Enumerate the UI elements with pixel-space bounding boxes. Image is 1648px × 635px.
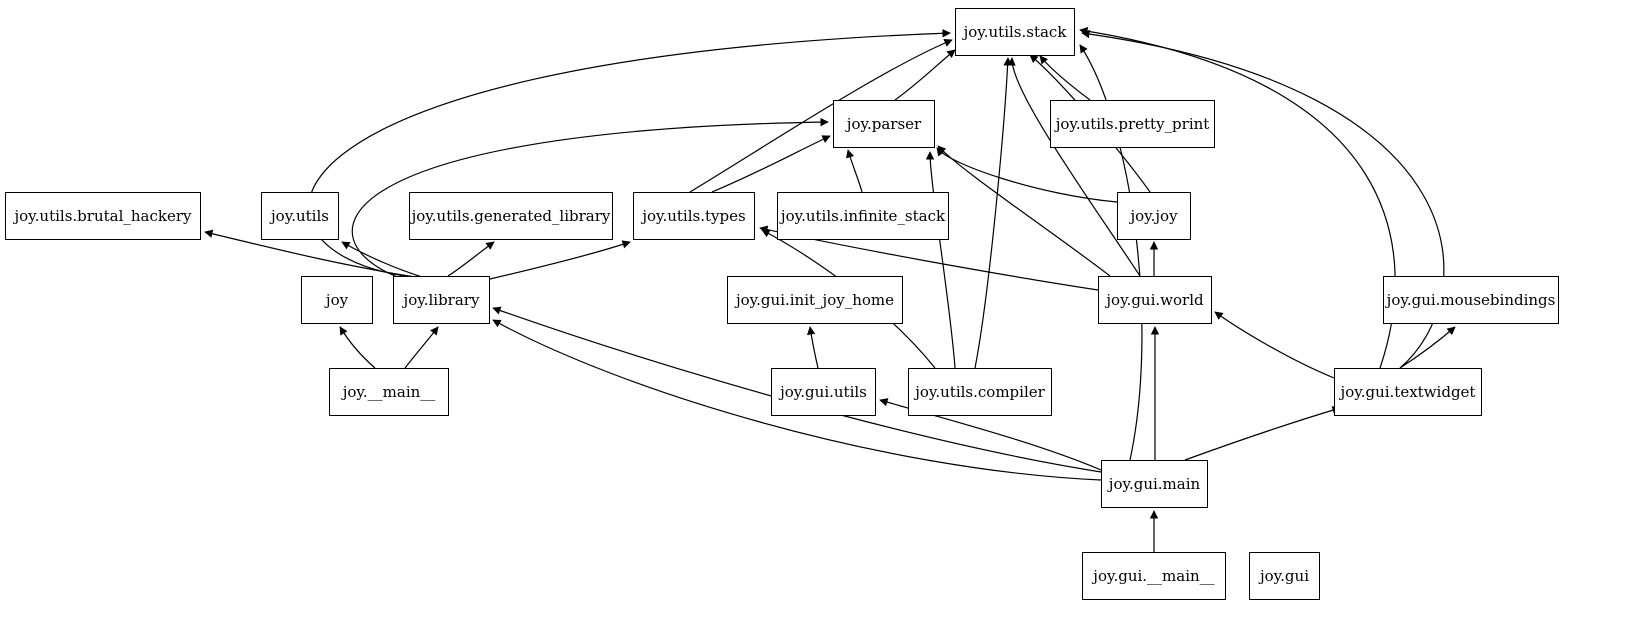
edge-joy-gui-utils--to--joy-gui-init-joy-home	[806, 326, 819, 369]
node-joy[interactable]: joy	[301, 276, 373, 324]
node-joy-gui-init-joy-home[interactable]: joy.gui.init_joy_home	[727, 276, 903, 324]
node-label: joy.gui	[1260, 566, 1309, 585]
node-label: joy.gui.__main__	[1093, 566, 1215, 585]
node-label: joy.utils.compiler	[915, 382, 1045, 401]
node-label: joy	[325, 290, 349, 309]
node-label: joy.utils.pretty_print	[1055, 114, 1210, 133]
node-label: joy.utils.generated_library	[411, 206, 611, 225]
node-joy-gui-mousebindings[interactable]: joy.gui.mousebindings	[1383, 276, 1559, 324]
edge-joy-utils-compiler--to--joy-parser	[925, 151, 956, 369]
edge-joy---main----to--joy	[339, 326, 376, 369]
node-label: joy.utils.brutal_hackery	[14, 206, 192, 225]
node-label: joy.utils.types	[642, 206, 746, 225]
edge-joy---main----to--joy-library	[404, 326, 439, 369]
node-label: joy.utils.stack	[963, 22, 1067, 41]
node-label: joy.library	[403, 290, 480, 309]
edge-joy-utils-compiler--to--joy-utils-stack	[974, 57, 1012, 369]
node-joy---main--[interactable]: joy.__main__	[329, 368, 449, 416]
node-label: joy.gui.init_joy_home	[736, 290, 894, 309]
node-label: joy.utils	[271, 206, 329, 225]
edge-joy-library--to--joy-utils-generated-library	[447, 241, 495, 277]
node-joy-utils-generated-library[interactable]: joy.utils.generated_library	[409, 192, 613, 240]
node-joy-utils-brutal-hackery[interactable]: joy.utils.brutal_hackery	[5, 192, 201, 240]
node-joy-utils-stack[interactable]: joy.utils.stack	[955, 8, 1075, 56]
node-joy-utils-types[interactable]: joy.utils.types	[633, 192, 755, 240]
node-joy-gui---main--[interactable]: joy.gui.__main__	[1082, 552, 1226, 600]
edge-joy-utils-types--to--joy-parser	[711, 135, 831, 193]
edge-joy-utils-pretty-print--to--joy-utils-stack	[1039, 55, 1091, 101]
node-label: joy.gui.mousebindings	[1386, 290, 1556, 309]
node-joy-utils-pretty-print[interactable]: joy.utils.pretty_print	[1050, 100, 1215, 148]
node-joy-joy[interactable]: joy.joy	[1117, 192, 1191, 240]
node-joy-gui-main[interactable]: joy.gui.main	[1101, 460, 1208, 508]
node-label: joy.gui.textwidget	[1340, 382, 1476, 401]
node-joy-gui-utils[interactable]: joy.gui.utils	[771, 368, 876, 416]
edge-joy-joy--to--joy-parser	[936, 147, 1118, 203]
node-joy-gui-world[interactable]: joy.gui.world	[1098, 276, 1212, 324]
node-label: joy.joy	[1130, 206, 1178, 225]
node-joy-utils-infinite-stack[interactable]: joy.utils.infinite_stack	[777, 192, 949, 240]
edge-joy-utils-infinite-stack--to--joy-parser	[846, 149, 863, 193]
node-joy-library[interactable]: joy.library	[393, 276, 490, 324]
node-joy-gui[interactable]: joy.gui	[1249, 552, 1320, 600]
edge-joy-gui-textwidget--to--joy-gui-mousebindings	[1399, 326, 1456, 369]
node-joy-parser[interactable]: joy.parser	[833, 100, 935, 148]
node-label: joy.__main__	[342, 382, 436, 401]
node-label: joy.gui.main	[1108, 474, 1201, 493]
node-label: joy.gui.utils	[780, 382, 867, 401]
edge-joy-library--to--joy-utils-types	[489, 240, 631, 280]
node-label: joy.utils.infinite_stack	[780, 206, 946, 225]
node-joy-gui-textwidget[interactable]: joy.gui.textwidget	[1334, 368, 1482, 416]
node-joy-utils[interactable]: joy.utils	[261, 192, 339, 240]
edge-joy-parser--to--joy-utils-stack	[894, 49, 956, 101]
edge-joy-gui-world--to--joy-utils-stack	[1007, 57, 1141, 277]
edge-joy-gui-main--to--joy-gui-textwidget	[1184, 406, 1341, 461]
node-joy-utils-compiler[interactable]: joy.utils.compiler	[908, 368, 1052, 416]
node-label: joy.gui.world	[1106, 290, 1204, 309]
edge-joy-gui-textwidget--to--joy-gui-world	[1214, 311, 1335, 379]
edge-joy-gui-world--to--joy-parser	[937, 145, 1111, 277]
edge-joy-library--to--joy-utils	[341, 241, 426, 279]
node-label: joy.parser	[846, 114, 922, 133]
